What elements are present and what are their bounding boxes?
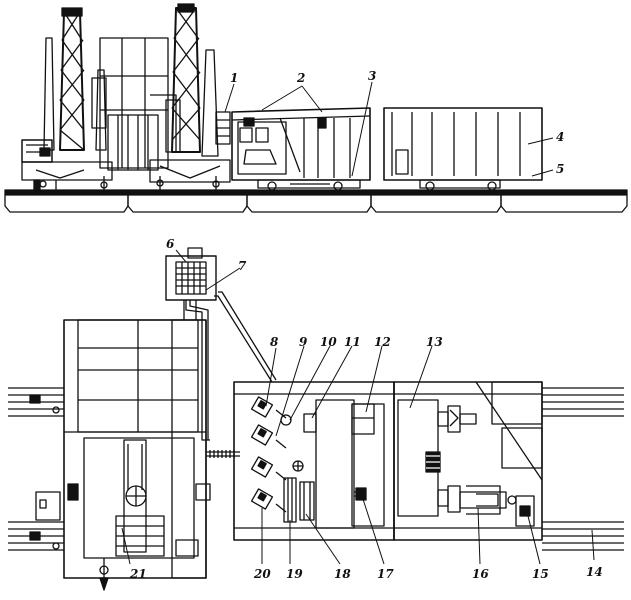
cable-coil: [206, 450, 240, 458]
label-1: 1: [230, 71, 239, 85]
unit-13-block: [397, 399, 441, 517]
label-13: 13: [426, 335, 443, 349]
plan-view: [8, 247, 624, 591]
elevation-view: [4, 3, 628, 213]
cutter-cluster: [250, 396, 304, 513]
label-8: 8: [270, 335, 279, 349]
gantry-crane-right: [149, 3, 231, 190]
label-6: 6: [166, 237, 175, 251]
rails-left: [8, 387, 64, 551]
label-21: 21: [130, 567, 147, 581]
rails-right: [542, 387, 624, 551]
label-2: 2: [297, 71, 306, 85]
wagon-power: [231, 107, 371, 191]
label-16: 16: [472, 567, 489, 581]
label-3: 3: [368, 69, 377, 83]
crane-plan: [35, 319, 211, 591]
gantry-crane-left: [21, 7, 113, 191]
label-17: 17: [377, 567, 394, 581]
label-19: 19: [286, 567, 303, 581]
hoist-unit: [165, 247, 277, 441]
leader-lines-elevation: [224, 81, 554, 177]
label-14: 14: [586, 565, 603, 579]
label-4: 4: [556, 130, 565, 144]
leader-lines-plan: [121, 249, 595, 565]
wagon-trailer: [383, 107, 543, 191]
label-20: 20: [254, 567, 271, 581]
label-18: 18: [334, 567, 351, 581]
label-11: 11: [344, 335, 361, 349]
machine-frame: [233, 381, 543, 541]
center-drums: [283, 399, 385, 529]
label-5: 5: [556, 162, 565, 176]
label-12: 12: [374, 335, 391, 349]
label-15: 15: [532, 567, 549, 581]
label-7: 7: [238, 259, 247, 273]
label-10: 10: [320, 335, 337, 349]
hydraulic-actuators: [437, 405, 535, 527]
rail-track-elevation: [4, 189, 628, 213]
coupling-unit: [215, 111, 231, 145]
central-units: [99, 37, 169, 171]
label-9: 9: [299, 335, 308, 349]
